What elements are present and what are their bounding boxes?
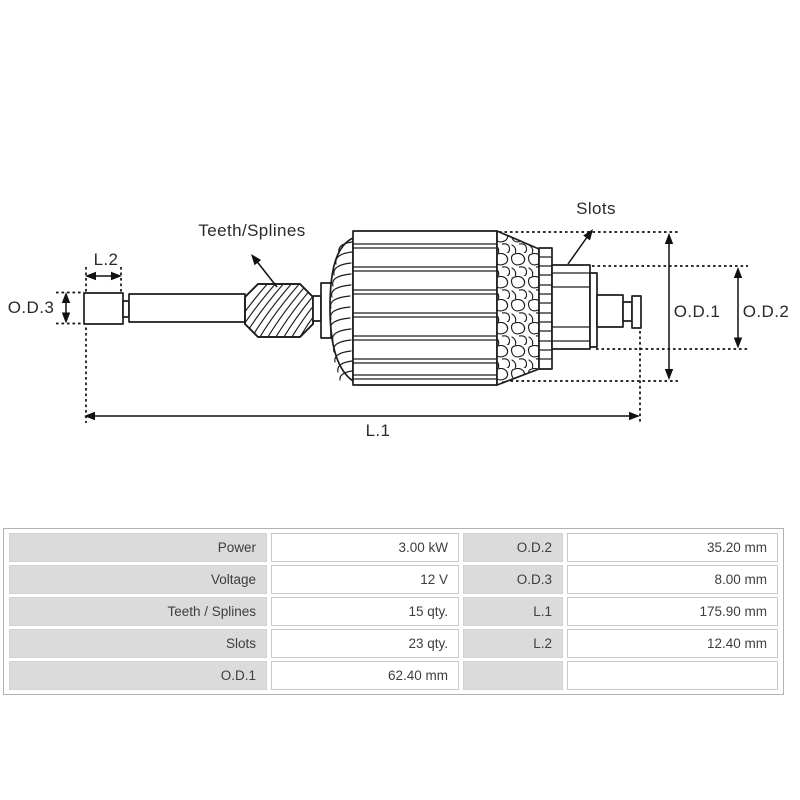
spec-value-l2: 12.40 mm: [567, 629, 778, 658]
spec-value-od3: 8.00 mm: [567, 565, 778, 594]
left-shaft: [128, 293, 246, 323]
od2-label: O.D.2: [742, 302, 790, 321]
od3-dimension-arrow: [61, 292, 71, 324]
slots-label: Slots: [576, 199, 616, 218]
spec-param-teeth-splines: Teeth / Splines: [9, 597, 267, 626]
teeth-splines-gear: [244, 283, 314, 338]
spec-value-power: 3.00 kW: [271, 533, 459, 562]
l2-dimension-arrow: [85, 271, 122, 281]
teeth-splines-callout-arrow: [251, 254, 278, 288]
left-winding-end: [329, 237, 354, 382]
slots-callout-arrow: [567, 229, 593, 265]
spec-param-power: Power: [9, 533, 267, 562]
od2-dimension-arrow: [733, 267, 743, 349]
armature-line-art: [56, 229, 748, 423]
commutator: [551, 264, 598, 350]
spec-param-slots: Slots: [9, 629, 267, 658]
spec-param-od2: O.D.2: [463, 533, 563, 562]
spec-param-l1: L.1: [463, 597, 563, 626]
spec-value-slots: 23 qty.: [271, 629, 459, 658]
armature-core: [352, 230, 498, 386]
armature-diagram: Teeth/Splines Slots L.2 O.D.3 O.D.1 O.D.…: [7, 199, 790, 440]
l1-label: L.1: [365, 421, 391, 440]
spec-value-voltage: 12 V: [271, 565, 459, 594]
od1-dimension-arrow: [664, 233, 674, 380]
od3-label: O.D.3: [7, 298, 55, 317]
teeth-splines-label: Teeth/Splines: [198, 221, 306, 240]
spec-param-od3: O.D.3: [463, 565, 563, 594]
spec-value-od2: 35.20 mm: [567, 533, 778, 562]
right-shaft-end: [596, 294, 642, 329]
spec-value-od1: 62.40 mm: [271, 661, 459, 690]
od1-label: O.D.1: [673, 302, 721, 321]
spec-param-voltage: Voltage: [9, 565, 267, 594]
spec-value-l1: 175.90 mm: [567, 597, 778, 626]
commutator-bars: [538, 247, 553, 370]
spec-table: Power 3.00 kW O.D.2 35.20 mm Voltage 12 …: [3, 528, 784, 695]
spec-param-od1: O.D.1: [9, 661, 267, 690]
l2-label: L.2: [93, 250, 119, 269]
right-winding-end: [496, 230, 540, 386]
mid-shaft: [312, 282, 332, 339]
spec-value-empty: [567, 661, 778, 690]
od2-extension-lines: [592, 265, 748, 350]
spec-value-teeth-splines: 15 qty.: [271, 597, 459, 626]
spec-param-empty: [463, 661, 563, 690]
spec-param-l2: L.2: [463, 629, 563, 658]
shaft-end-cap: [83, 292, 130, 325]
l1-dimension-arrow: [84, 411, 640, 421]
od3-extension-lines: [56, 291, 84, 325]
l2-extension-lines: [85, 267, 122, 423]
